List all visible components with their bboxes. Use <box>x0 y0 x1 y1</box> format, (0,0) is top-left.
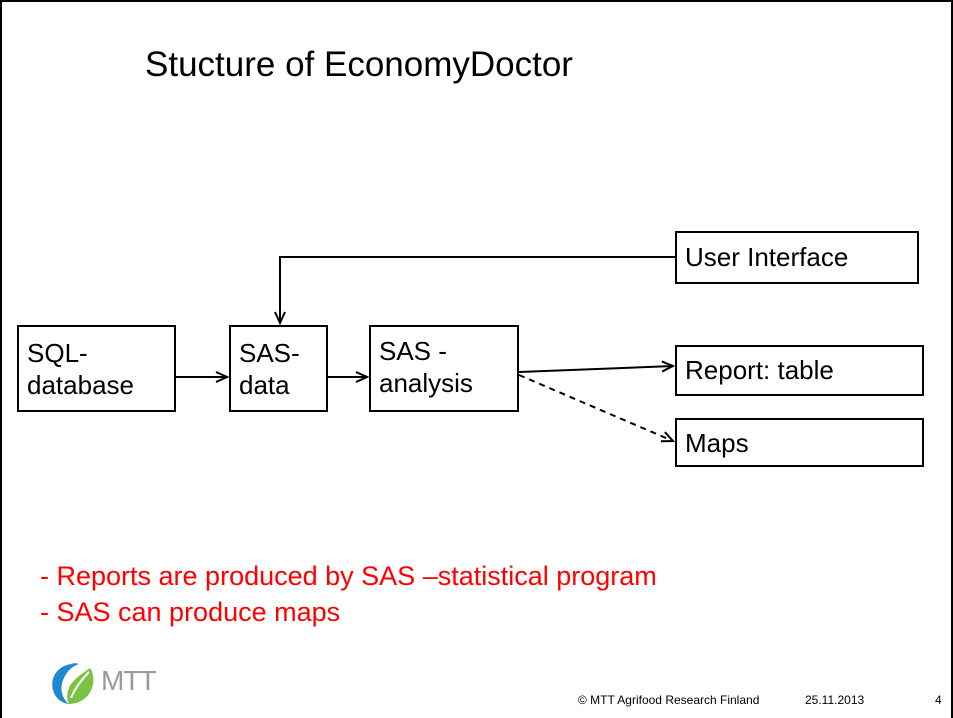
node-sas-data-line2: data <box>239 370 290 400</box>
mtt-leaf-icon <box>52 663 94 704</box>
footer-date: 25.11.2013 <box>805 693 865 707</box>
node-sas-data: SAS- data <box>229 325 328 412</box>
node-maps: Maps <box>675 418 924 467</box>
note-item: - Reports are produced by SAS –statistic… <box>40 561 657 591</box>
footer-page-number: 4 <box>935 693 942 707</box>
node-report-table-label: Report: table <box>685 355 834 385</box>
node-maps-label: Maps <box>685 428 749 458</box>
mtt-logo: MTT <box>47 658 197 708</box>
node-user-interface-label: User Interface <box>685 242 849 272</box>
node-sas-analysis-line2: analysis <box>379 368 473 398</box>
node-sql-database-line1: SQL- <box>27 338 88 368</box>
node-report-table: Report: table <box>675 345 924 396</box>
node-sql-database-line2: database <box>27 370 134 400</box>
node-sql-database: SQL- database <box>17 325 176 412</box>
notes-list: - Reports are produced by SAS –statistic… <box>40 558 657 630</box>
node-sas-data-line1: SAS- <box>239 338 300 368</box>
mtt-logo-text: MTT <box>101 665 157 696</box>
node-user-interface: User Interface <box>675 231 919 284</box>
node-sas-analysis: SAS - analysis <box>369 325 519 412</box>
slide-title: Stucture of EconomyDoctor <box>145 45 573 84</box>
footer-copyright: © MTT Agrifood Research Finland <box>578 693 760 707</box>
node-sas-analysis-line1: SAS - <box>379 336 447 366</box>
note-item: - SAS can produce maps <box>40 597 341 627</box>
